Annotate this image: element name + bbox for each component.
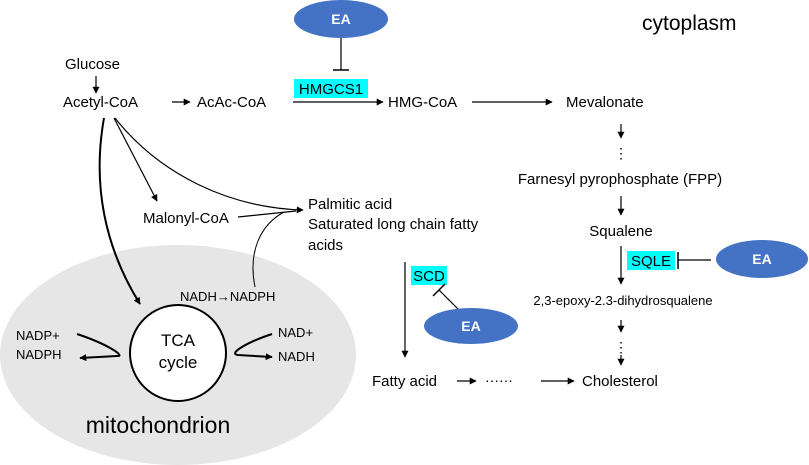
nad-to-nadh-arrow xyxy=(234,333,273,361)
epoxysqualene-label: 2,3-epoxy-2.3-dihydrosqualene xyxy=(533,293,712,308)
hmg-coa-label: HMG-CoA xyxy=(388,94,457,111)
saturated-fatty-acids-line2: acids xyxy=(308,237,343,254)
acetylcoa-to-malonylcoa-arrow xyxy=(113,117,158,202)
saturated-fatty-acids-line1: Saturated long chain fatty xyxy=(308,216,479,233)
cholesterol-label: Cholesterol xyxy=(582,373,658,390)
nadh-nadph-label: NADH→NADPH xyxy=(180,289,275,304)
nad-plus-label: NAD+ xyxy=(278,325,313,340)
cytoplasm-label: cytoplasm xyxy=(642,12,737,35)
ea-ellipse-hmgcs1 xyxy=(294,0,388,38)
ea-label-sqle: EA xyxy=(752,251,771,267)
mevalonate-label: Mevalonate xyxy=(566,94,644,111)
mitochondrion-label: mitochondrion xyxy=(86,412,230,438)
ea-label-hmgcs1: EA xyxy=(331,11,350,27)
tca-label-line2: cycle xyxy=(159,353,198,372)
tca-label-line1: TCA xyxy=(161,331,196,350)
nadph-label: NADPH xyxy=(16,347,62,362)
fattyacid-cholesterol-ellipsis: ······ xyxy=(485,372,513,388)
fatty-acid-label: Fatty acid xyxy=(372,373,437,390)
palmitic-acid-label: Palmitic acid xyxy=(308,196,392,213)
malonyl-coa-label: Malonyl-CoA xyxy=(143,210,229,227)
acetylcoa-to-tca-arrow xyxy=(98,117,141,305)
epoxysqualene-cholesterol-dots: ⋮ xyxy=(614,339,628,355)
tca-cycle-circle xyxy=(129,304,227,402)
nadh-nadph-supply-line xyxy=(252,211,285,288)
acetylcoa-to-palmitic-arrow xyxy=(114,117,304,214)
ea-label-scd: EA xyxy=(461,318,480,334)
acac-coa-label: AcAc-CoA xyxy=(197,94,266,111)
ea-ellipse-scd xyxy=(424,308,518,344)
squalene-label: Squalene xyxy=(589,223,652,240)
sqle-highlight xyxy=(627,251,675,270)
scd-highlight xyxy=(411,266,447,285)
malonylcoa-to-palmitic-line xyxy=(237,210,297,218)
mevalonate-fpp-dots: ⋮ xyxy=(614,145,628,161)
nadh-label: NADH xyxy=(278,349,315,364)
hmgcs1-label: HMGCS1 xyxy=(299,81,363,98)
sqle-label: SQLE xyxy=(631,253,671,270)
fpp-label: Farnesyl pyrophosphate (FPP) xyxy=(518,171,722,188)
nadp-plus-label: NADP+ xyxy=(16,328,60,343)
ea-ellipse-sqle xyxy=(716,240,808,278)
nadp-to-nadph-arrow xyxy=(76,333,121,362)
scd-label: SCD xyxy=(413,268,445,285)
glucose-label: Glucose xyxy=(65,56,120,73)
acetyl-coa-label: Acetyl-CoA xyxy=(63,94,138,111)
ea-scd-inhibition-line xyxy=(438,289,462,313)
hmgcs1-highlight xyxy=(294,79,368,98)
